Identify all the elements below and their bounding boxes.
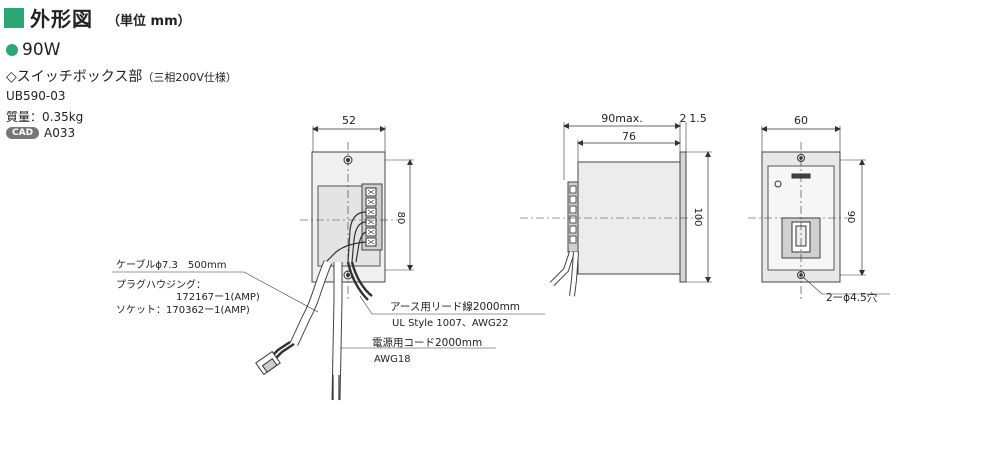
panel-view-labels: 60 90 2ーϕ4.5穴 [794, 114, 878, 304]
side-max-dim: 90max. [601, 112, 642, 125]
cad-row: CAD A033 [6, 126, 75, 140]
subtitle: ◇スイッチボックス部（三相200V仕様） [6, 66, 237, 86]
hole-label: 2ーϕ4.5穴 [826, 291, 878, 304]
side-height-dim: 100 [692, 207, 703, 226]
housing-label: プラグハウジング： [116, 278, 206, 291]
cad-code: A033 [44, 126, 76, 140]
side-gap-dim: 1.5 [689, 112, 707, 125]
subtitle-text: ◇スイッチボックス部 [6, 69, 143, 85]
cad-badge-icon: CAD [6, 127, 40, 139]
side-body-dim: 76 [622, 130, 636, 143]
page-title: 外形図 [30, 7, 93, 31]
earth-lead-spec: UL Style 1007、AWG22 [392, 318, 508, 329]
power-cord-label: 電源用コード2000mm [372, 336, 482, 349]
panel-view [748, 126, 890, 300]
side-view-labels: 90max. 2 1.5 76 100 [601, 112, 706, 227]
front-width-dim: 52 [342, 114, 356, 127]
circle-bullet-icon [6, 44, 18, 56]
side-view [520, 122, 712, 297]
model-number: UB590-03 [6, 89, 66, 103]
front-view [112, 126, 545, 401]
cable-label: ケーブルϕ7.3 500mm [116, 258, 226, 271]
power-cord-spec: AWG18 [374, 354, 411, 365]
unit-note: （単位 mm） [107, 13, 191, 29]
subtitle-note: （三相200V仕様） [142, 71, 237, 84]
front-view-labels: 52 80 ケーブルϕ7.3 500mm プラグハウジング： 172167ー1(… [116, 114, 520, 365]
page-header: 外形図 （単位 mm） [4, 3, 191, 32]
panel-height-dim: 90 [845, 211, 856, 224]
panel-width-dim: 60 [794, 114, 808, 127]
housing-part: 172167ー1(AMP) [176, 292, 260, 303]
mass-text: 質量：0.35kg [6, 110, 84, 124]
side-flange-dim: 2 [680, 112, 687, 125]
front-height-dim: 80 [395, 212, 406, 225]
output-value: 90W [22, 40, 61, 60]
output-heading: 90W [6, 40, 60, 60]
header-square-icon [4, 7, 24, 28]
socket-label: ソケット：170362ー1(AMP) [116, 304, 250, 316]
earth-lead-label: アース用リード線2000mm [390, 300, 520, 313]
